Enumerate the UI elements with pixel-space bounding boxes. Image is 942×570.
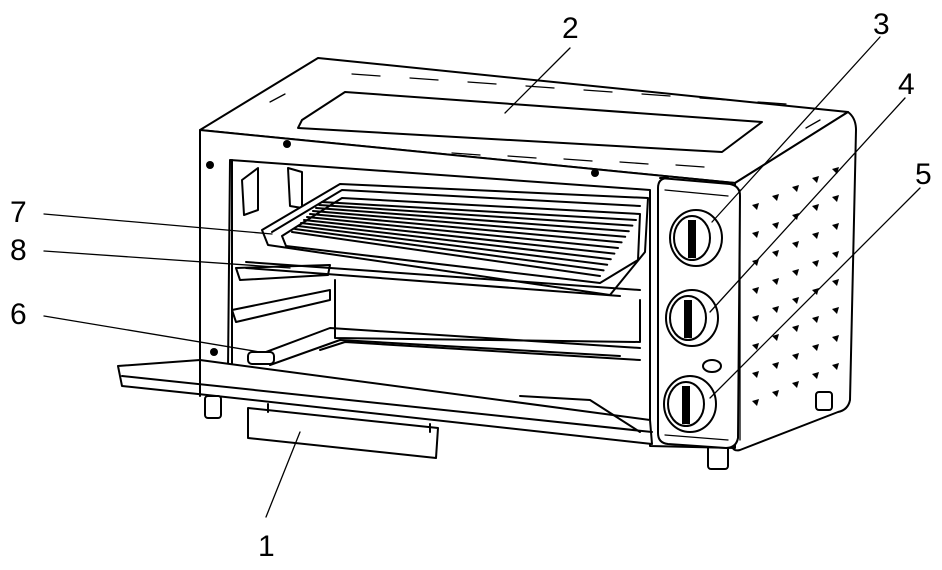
vent-hole [772, 390, 779, 397]
vent-hole [752, 399, 759, 406]
vent-hole [792, 269, 799, 276]
vent-hole [832, 279, 839, 286]
callout-1: 1 [258, 530, 275, 563]
vent-hole [772, 306, 779, 313]
rack-wire [294, 228, 605, 272]
wire-rack [245, 197, 641, 297]
rack-wire [306, 216, 619, 249]
rack-wire [297, 225, 609, 266]
function-knob[interactable] [663, 375, 717, 433]
vent-hole [792, 297, 799, 304]
rack-wire [312, 210, 627, 238]
rack-wire [318, 204, 634, 227]
vent-hole [812, 372, 819, 379]
vent-hole [832, 335, 839, 342]
vent-hole [792, 325, 799, 332]
crumb-tray [247, 327, 641, 366]
vent-hole [832, 195, 839, 202]
vent-hole [832, 363, 839, 370]
temperature-knob[interactable] [665, 289, 719, 347]
rack-wire [300, 222, 612, 261]
vent-hole [832, 307, 839, 314]
vent-hole [792, 353, 799, 360]
callout-4: 4 [898, 68, 915, 101]
vent-hole [772, 194, 779, 201]
rack-wire [315, 207, 630, 233]
ventilation-holes [752, 167, 839, 406]
oven-door [117, 359, 653, 459]
rack-wire [291, 231, 601, 277]
vent-hole [792, 185, 799, 192]
vent-hole [792, 381, 799, 388]
vent-hole [772, 334, 779, 341]
vent-hole [772, 222, 779, 229]
vent-hole [772, 250, 779, 257]
vent-hole [812, 232, 819, 239]
callout-labels: 1 2 3 4 5 6 7 8 [10, 8, 932, 563]
vent-hole [752, 343, 759, 350]
rack-wire [309, 213, 623, 244]
callout-8: 8 [10, 234, 27, 267]
leader-lines [43, 36, 921, 518]
vent-hole [752, 371, 759, 378]
callout-2: 2 [562, 12, 579, 45]
vent-hole [792, 213, 799, 220]
oven-side-panel [707, 111, 857, 470]
vent-hole [812, 176, 819, 183]
vent-hole [752, 203, 759, 210]
vent-hole [752, 287, 759, 294]
control-panel [657, 177, 741, 449]
callout-6: 6 [10, 298, 27, 331]
vent-hole [792, 241, 799, 248]
vent-hole [832, 251, 839, 258]
callout-7: 7 [10, 196, 27, 229]
vent-hole [832, 223, 839, 230]
rack-wire [303, 219, 616, 255]
callout-3: 3 [873, 8, 890, 41]
vent-hole [752, 231, 759, 238]
rack-wires [291, 201, 637, 277]
vent-hole [812, 204, 819, 211]
timer-knob[interactable] [669, 209, 723, 267]
vent-hole [812, 344, 819, 351]
rack-wire [321, 201, 637, 221]
callout-5: 5 [915, 158, 932, 191]
indicator-light [702, 359, 722, 373]
vent-hole [812, 316, 819, 323]
vent-hole [812, 288, 819, 295]
vent-hole [772, 362, 779, 369]
vent-hole [752, 315, 759, 322]
door-handle[interactable] [247, 403, 439, 459]
vent-hole [772, 278, 779, 285]
vent-hole [812, 260, 819, 267]
